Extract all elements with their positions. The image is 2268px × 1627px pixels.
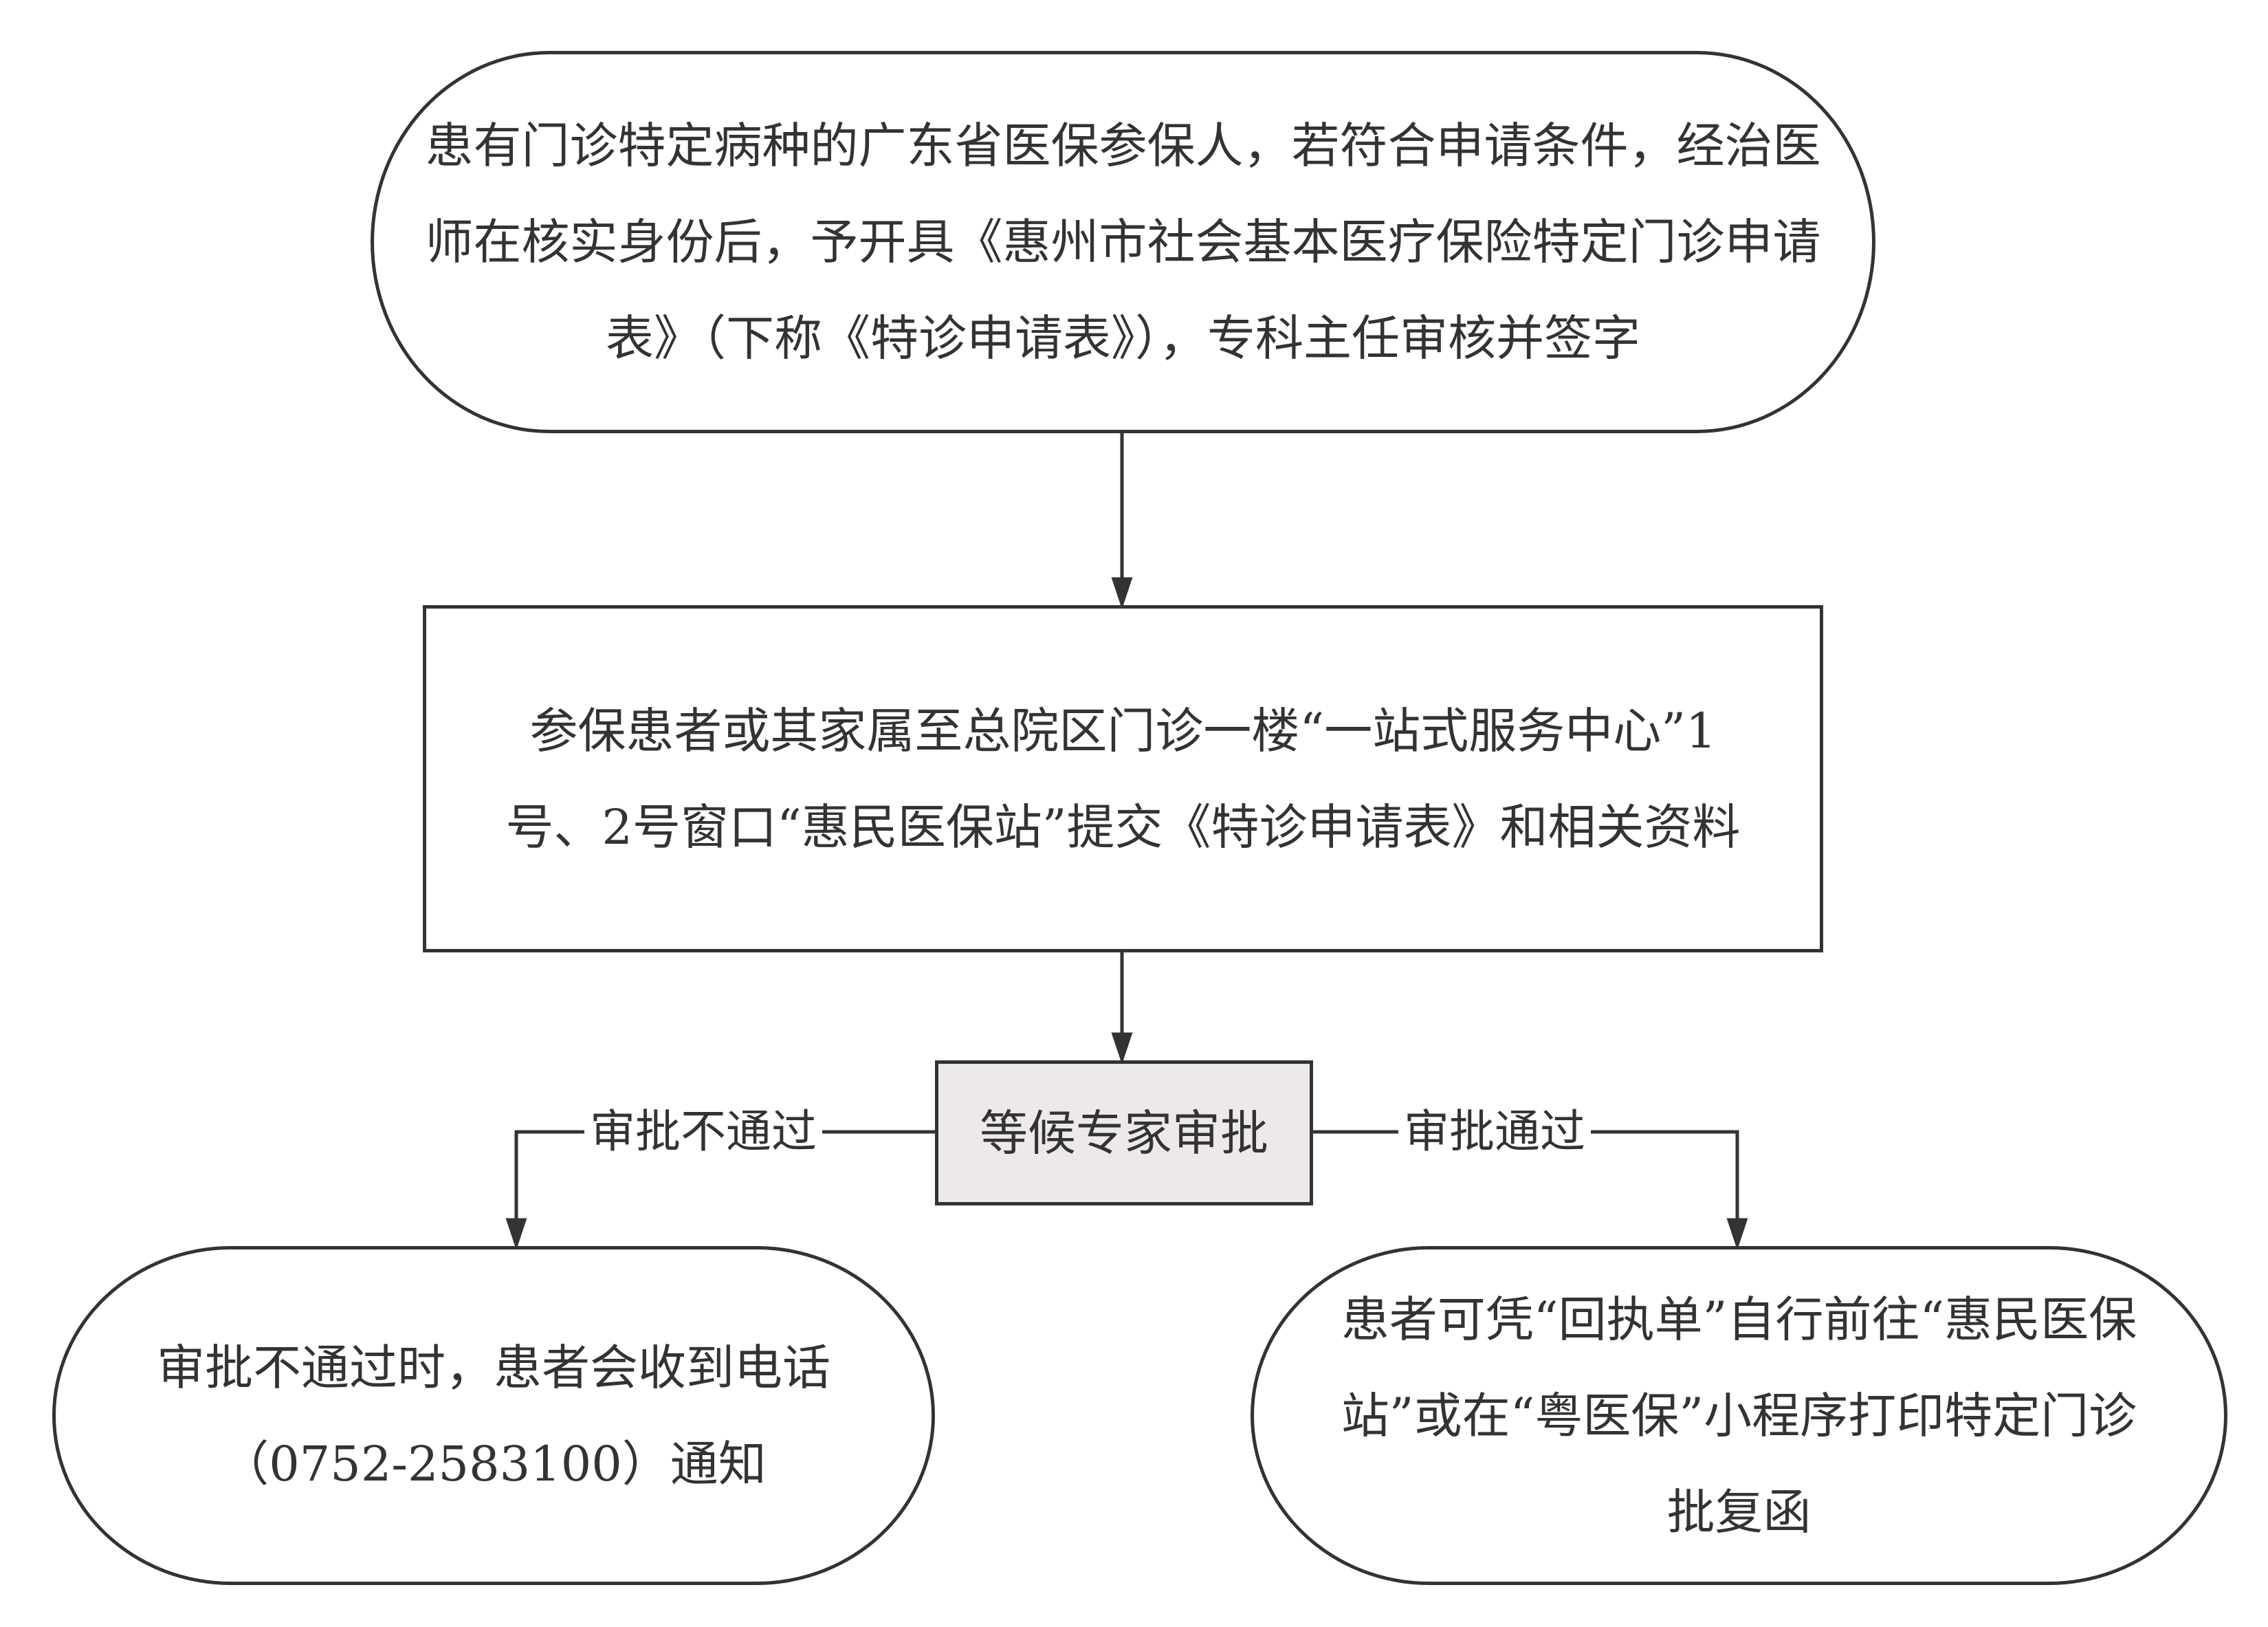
node-text: 站”或在“粤医保”小程序打印特定门诊	[1341, 1387, 2137, 1444]
arrowhead-icon	[1726, 1218, 1748, 1250]
node-text: 等候专家审批	[980, 1104, 1268, 1161]
submit-node: 参保患者或其家属至总院区门诊一楼“一站式服务中心”1 号、2号窗口“惠民医保站”…	[423, 605, 1823, 952]
node-text: 患有门诊特定病种的广东省医保参保人，若符合申请条件，经治医	[425, 118, 1821, 174]
rejected-node: 审批不通过时，患者会收到电话 （0752-2583100）通知	[52, 1246, 935, 1585]
arrowhead-icon	[1111, 577, 1133, 609]
wait-node: 等候专家审批	[935, 1060, 1313, 1205]
node-text: 批复函	[1666, 1483, 1812, 1540]
node-text: 师在核实身份后，予开具《惠州市社会基本医疗保险特定门诊申请	[425, 214, 1821, 270]
approve-edge-label: 审批通过	[1398, 1104, 1591, 1159]
node-text: 患者可凭“回执单”自行前往“惠民医保	[1341, 1291, 2137, 1348]
node-text: 审批不通过时，患者会收到电话	[157, 1339, 830, 1396]
arrowhead-icon	[1111, 1032, 1133, 1064]
approved-node: 患者可凭“回执单”自行前往“惠民医保 站”或在“粤医保”小程序打印特定门诊 批复…	[1251, 1246, 2227, 1585]
node-text: （0752-2583100）通知	[221, 1435, 767, 1492]
start-node: 患有门诊特定病种的广东省医保参保人，若符合申请条件，经治医 师在核实身份后，予开…	[371, 51, 1875, 433]
node-text: 参保患者或其家属至总院区门诊一楼“一站式服务中心”1	[529, 702, 1717, 759]
reject-edge-label: 审批不通过	[584, 1104, 822, 1159]
arrowhead-icon	[505, 1218, 527, 1250]
node-text: 号、2号窗口“惠民医保站”提交《特诊申请表》和相关资料	[505, 798, 1741, 855]
node-text: 表》（下称《特诊申请表》），专科主任审核并签字	[606, 310, 1640, 367]
